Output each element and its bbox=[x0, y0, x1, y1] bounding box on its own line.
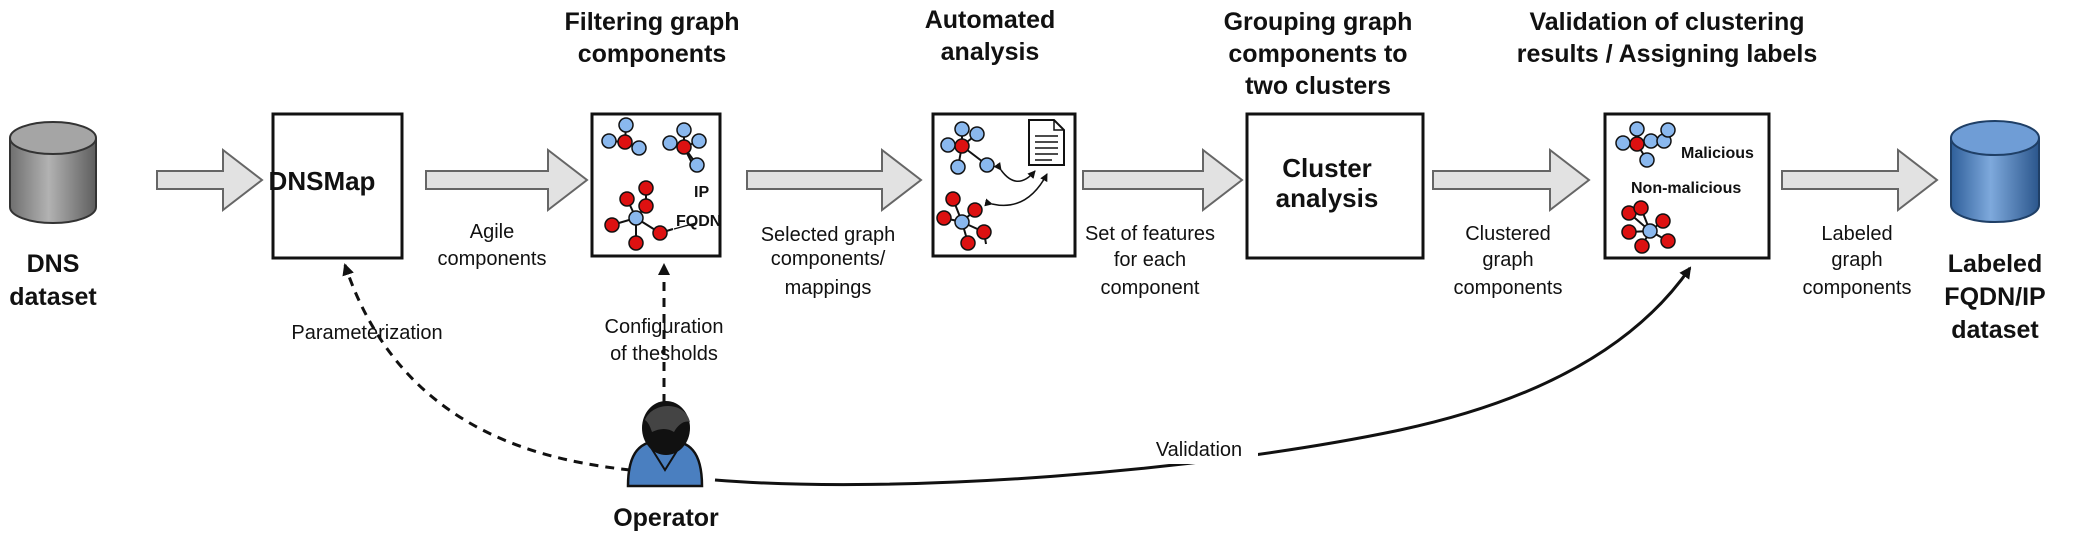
svg-text:Labeled: Labeled bbox=[1821, 223, 1892, 245]
edge-label-selected: Selected graph components/ mappings bbox=[761, 224, 896, 299]
svg-text:Agile: Agile bbox=[470, 221, 514, 243]
svg-text:graph: graph bbox=[1482, 249, 1533, 271]
svg-text:Cluster: Cluster bbox=[1282, 153, 1372, 183]
fqdn-label: FQDN bbox=[676, 213, 721, 230]
svg-text:Clustered: Clustered bbox=[1465, 223, 1551, 245]
svg-text:Selected graph: Selected graph bbox=[761, 224, 896, 246]
svg-text:components: components bbox=[438, 248, 547, 270]
dnsmap-label: DNSMap bbox=[269, 166, 376, 196]
svg-text:components/: components/ bbox=[771, 248, 886, 270]
edge-label-features: Set of features for each component bbox=[1085, 223, 1215, 299]
edge-label-parameterization: Parameterization bbox=[291, 322, 442, 344]
dnsmap-box bbox=[271, 112, 404, 260]
curved-double-arrow-lower bbox=[984, 173, 1048, 207]
stage-title-grouping: Grouping graph components to two cluster… bbox=[1224, 8, 1413, 100]
operator-label: Operator bbox=[613, 504, 719, 532]
cluster-analysis-label: Cluster analysis bbox=[1276, 153, 1379, 213]
svg-text:Configuration: Configuration bbox=[605, 316, 724, 338]
stage-title-filtering: Filtering graph components bbox=[565, 8, 740, 68]
svg-text:two clusters: two clusters bbox=[1245, 72, 1391, 100]
edge-label-validation: Validation bbox=[1156, 439, 1242, 461]
svg-text:DNS: DNS bbox=[27, 250, 80, 278]
block-arrow-cluster-to-validation bbox=[1432, 147, 1591, 213]
validation-label-bg bbox=[1140, 434, 1258, 464]
stage-title-automated: Automated analysis bbox=[925, 6, 1056, 66]
document-icon bbox=[1028, 119, 1065, 166]
svg-text:analysis: analysis bbox=[1276, 183, 1379, 213]
svg-text:Filtering graph: Filtering graph bbox=[565, 8, 740, 36]
svg-text:component: component bbox=[1101, 277, 1200, 299]
svg-text:of thesholds: of thesholds bbox=[610, 343, 718, 365]
block-arrow-filter-to-automated bbox=[746, 147, 923, 213]
dns-dataset-label: DNS dataset bbox=[9, 250, 97, 311]
stage-title-validation: Validation of clustering results / Assig… bbox=[1517, 8, 1818, 68]
svg-text:Validation of clustering: Validation of clustering bbox=[1529, 8, 1804, 36]
svg-text:FQDN/IP: FQDN/IP bbox=[1944, 283, 2045, 311]
edge-label-configuration: Configuration of thesholds bbox=[605, 316, 724, 365]
malicious-label: Malicious bbox=[1681, 145, 1754, 162]
block-arrow-validation-to-labeled bbox=[1781, 147, 1939, 213]
validation-arrow bbox=[714, 266, 1692, 487]
svg-text:components: components bbox=[1803, 277, 1912, 299]
edge-label-labeled: Labeled graph components bbox=[1803, 223, 1912, 299]
automated-graph-nodes bbox=[936, 121, 995, 251]
ip-label: IP bbox=[694, 184, 709, 201]
svg-text:Automated: Automated bbox=[925, 6, 1056, 34]
svg-text:Grouping graph: Grouping graph bbox=[1224, 8, 1413, 36]
block-arrow-automated-to-cluster bbox=[1082, 147, 1244, 213]
cluster-analysis-box bbox=[1245, 112, 1425, 260]
dns-dataset-database-icon bbox=[9, 121, 97, 224]
svg-text:dataset: dataset bbox=[9, 283, 97, 311]
svg-text:results / Assigning labels: results / Assigning labels bbox=[1517, 40, 1818, 68]
svg-text:mappings: mappings bbox=[785, 277, 872, 299]
edge-label-agile: Agile components bbox=[438, 221, 547, 270]
svg-text:Set of features: Set of features bbox=[1085, 223, 1215, 245]
validation-graph-nodes bbox=[1615, 121, 1676, 254]
block-arrow-dataset-to-dnsmap bbox=[156, 147, 264, 213]
block-arrow-dnsmap-to-filter bbox=[425, 147, 589, 213]
svg-text:components: components bbox=[578, 40, 727, 68]
svg-text:Labeled: Labeled bbox=[1948, 250, 2042, 278]
edge-label-clustered: Clustered graph components bbox=[1454, 223, 1563, 299]
svg-text:components: components bbox=[1454, 277, 1563, 299]
labeled-dataset-database-icon bbox=[1950, 120, 2040, 223]
svg-text:dataset: dataset bbox=[1951, 316, 2039, 344]
parameterization-arrow bbox=[342, 263, 631, 472]
labeled-dataset-label: Labeled FQDN/IP dataset bbox=[1944, 250, 2045, 344]
svg-text:graph: graph bbox=[1831, 249, 1882, 271]
svg-text:analysis: analysis bbox=[941, 38, 1040, 66]
operator-person-icon bbox=[626, 401, 704, 488]
svg-text:components to: components to bbox=[1228, 40, 1407, 68]
non-malicious-label: Non-malicious bbox=[1631, 180, 1741, 197]
svg-text:for each: for each bbox=[1114, 249, 1186, 271]
filtering-graph-nodes bbox=[601, 117, 707, 251]
